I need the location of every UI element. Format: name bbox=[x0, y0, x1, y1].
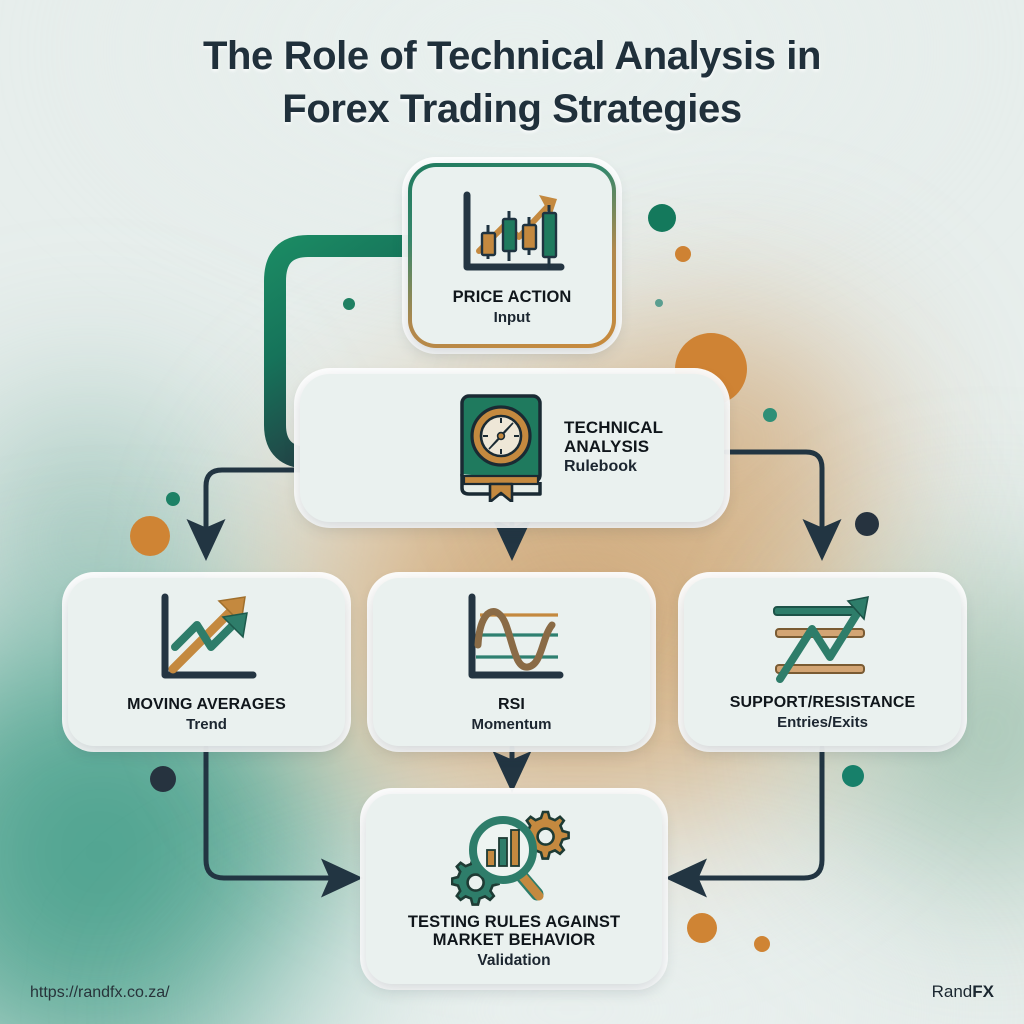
node-rsi-caption: RSI bbox=[498, 695, 525, 713]
node-testing-rules-caption-line1: TESTING RULES AGAINST bbox=[407, 912, 621, 931]
node-support-resistance-subtitle: Entries/Exits bbox=[777, 714, 868, 732]
node-support-resistance[interactable]: SUPPORT/RESISTANCE Entries/Exits bbox=[684, 578, 961, 746]
node-technical-analysis-caption-line2: ANALYSIS bbox=[564, 436, 650, 456]
node-technical-analysis-subtitle: Rulebook bbox=[564, 458, 637, 476]
dot-navy-right bbox=[855, 512, 879, 536]
candlestick-chart-icon bbox=[453, 189, 571, 286]
node-rsi-subtitle: Momentum bbox=[471, 716, 552, 734]
node-support-resistance-caption: SUPPORT/RESISTANCE bbox=[729, 693, 916, 711]
node-moving-averages[interactable]: MOVING AVERAGES Trend bbox=[68, 578, 345, 746]
footer-brand-bold: FX bbox=[972, 982, 994, 1001]
dot-teal-tiny-top bbox=[655, 299, 663, 307]
oscillator-curve-icon bbox=[458, 591, 566, 696]
node-technical-analysis-caption-line1: TECHNICAL bbox=[564, 418, 664, 438]
dot-teal-mid-left bbox=[343, 298, 355, 310]
magnifier-gears-icon bbox=[450, 808, 577, 913]
node-technical-analysis-text: TECHNICAL ANALYSIS Rulebook bbox=[564, 418, 664, 477]
node-price-action[interactable]: PRICE ACTION Input bbox=[408, 163, 616, 348]
dot-navy-left-low bbox=[150, 766, 176, 792]
node-testing-rules-caption-line2: MARKET BEHAVIOR bbox=[432, 931, 596, 950]
dot-teal-right bbox=[763, 408, 777, 422]
dot-orange-bottom-sm bbox=[754, 936, 770, 952]
footer-brand: RandFX bbox=[932, 982, 994, 1002]
zigzag-levels-icon bbox=[768, 593, 878, 694]
dot-orange-left bbox=[130, 516, 170, 556]
dot-teal-right-low bbox=[842, 765, 864, 787]
page-title: The Role of Technical Analysis in Forex … bbox=[0, 30, 1024, 136]
node-testing-rules[interactable]: TESTING RULES AGAINST MARKET BEHAVIOR Va… bbox=[366, 794, 662, 984]
dot-teal-small-left bbox=[166, 492, 180, 506]
footer-url[interactable]: https://randfx.co.za/ bbox=[30, 984, 170, 1001]
node-price-action-caption: PRICE ACTION bbox=[452, 287, 572, 306]
node-moving-averages-subtitle: Trend bbox=[186, 716, 227, 734]
dot-green-large-top bbox=[648, 204, 676, 232]
dot-orange-small-top bbox=[675, 246, 691, 262]
node-price-action-subtitle: Input bbox=[493, 308, 531, 326]
crossing-arrows-chart-icon bbox=[153, 591, 261, 696]
page-title-line2: Forex Trading Strategies bbox=[282, 86, 742, 131]
node-rsi[interactable]: RSI Momentum bbox=[373, 578, 650, 746]
node-technical-analysis[interactable]: TECHNICAL ANALYSIS Rulebook bbox=[300, 374, 724, 522]
footer-brand-light: Rand bbox=[931, 982, 973, 1001]
book-compass-icon bbox=[450, 390, 554, 507]
page-title-line1: The Role of Technical Analysis in bbox=[202, 34, 822, 78]
node-moving-averages-caption: MOVING AVERAGES bbox=[127, 695, 286, 713]
dot-orange-bottom bbox=[687, 913, 717, 943]
node-testing-rules-subtitle: Validation bbox=[477, 952, 551, 970]
